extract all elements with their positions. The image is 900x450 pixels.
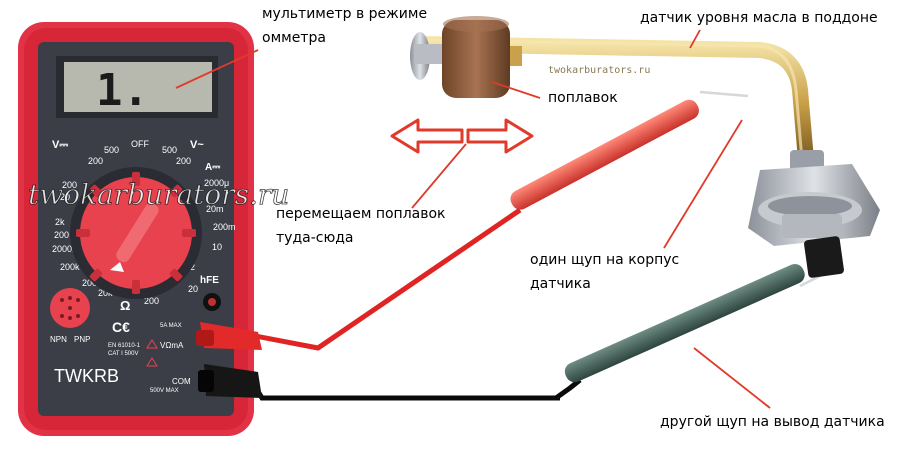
arrow-left-icon	[390, 118, 464, 154]
label-pnp: PNP	[74, 335, 90, 344]
label-ohm: Ω	[120, 298, 130, 313]
ce-mark: C€	[112, 319, 130, 335]
green-probe-handle	[564, 263, 805, 383]
float[interactable]	[442, 20, 510, 98]
move-direction-arrows	[390, 118, 534, 154]
label-probe-body: один щуп на корпус датчика	[530, 250, 679, 294]
red-test-lead	[196, 90, 749, 351]
range-500b: 500	[162, 145, 177, 155]
label-meter-mode-line2: омметра	[262, 30, 326, 46]
spec-line-2: CAT I 500V	[108, 351, 138, 357]
range-20: 20	[60, 192, 70, 202]
jack-label-10a: 5A MAX	[160, 323, 182, 329]
range-10: 10	[212, 242, 222, 252]
watermark-large: twokarburators.ru	[28, 178, 289, 211]
label-probe-body-line2: датчика	[530, 276, 591, 292]
label-a-dc: A⎓	[205, 162, 220, 173]
brand-label: TWKRB	[54, 366, 119, 386]
range-200e: 200	[54, 230, 69, 240]
label-v-ac: V~	[190, 139, 204, 151]
range-20k: 20k	[98, 288, 113, 298]
range-200c: 200	[62, 180, 77, 190]
leader-probe-terminal	[693, 347, 771, 409]
leader-probe-body	[663, 119, 743, 249]
label-hfe: hFE	[200, 275, 219, 286]
sensor-connector[interactable]	[804, 236, 845, 279]
leader-oil-sensor	[689, 29, 701, 49]
multimeter: 1. V⎓ OFF V~ A⎓ Ω hFE 500 200 200 500 20…	[18, 22, 254, 436]
range-200a: 200	[88, 156, 103, 166]
range-500a: 500	[104, 145, 119, 155]
arrow-right-icon	[466, 118, 534, 154]
label-npn: NPN	[50, 335, 67, 344]
leader-meter-mode	[175, 49, 259, 89]
label-probe-body-line1: один щуп на корпус	[530, 252, 680, 268]
jack-label-com-max: 500V MAX	[150, 388, 179, 394]
black-test-lead	[198, 263, 837, 401]
range-20m: 20m	[206, 204, 224, 214]
label-meter-mode-line1: мультиметр в режиме	[262, 6, 428, 22]
leader-move-float	[411, 143, 467, 209]
range-2k: 2k	[55, 217, 65, 227]
spec-line-1: EN 61010-1	[108, 343, 141, 349]
oil-level-sensor	[410, 16, 880, 278]
label-move-float-line2: туда-сюда	[276, 230, 354, 246]
range-20b: 20	[188, 284, 198, 294]
range-2000: 2000	[82, 278, 102, 288]
range-2000u: 2000μ	[204, 178, 229, 188]
watermark-small: twokarburators.ru	[548, 65, 650, 76]
label-meter-mode: мультиметр в режиме омметра	[262, 4, 427, 48]
dial-pointer	[116, 203, 159, 263]
jack-label-vohm: VΩmA	[160, 341, 184, 350]
label-probe-terminal: другой щуп на вывод датчика	[660, 414, 885, 430]
label-v-dc: V⎓	[52, 139, 68, 151]
lcd-reading: 1.	[96, 65, 149, 116]
label-float: поплавок	[548, 90, 618, 106]
range-200k: 200k	[60, 262, 80, 272]
label-move-float: перемещаем поплавок туда-сюда	[276, 204, 446, 248]
range-2000k: 2000k	[52, 244, 77, 254]
label-off: OFF	[131, 139, 149, 149]
range-200b: 200	[176, 156, 191, 166]
label-move-float-line1: перемещаем поплавок	[276, 206, 446, 222]
range-200m: 200m	[213, 222, 236, 232]
leader-lines	[175, 29, 771, 409]
lcd-screen	[64, 62, 212, 112]
range-200d: 200	[144, 296, 159, 306]
red-probe-handle	[510, 99, 699, 210]
jack-label-com: COM	[172, 377, 191, 386]
leader-float	[491, 81, 541, 99]
label-oil-sensor: датчик уровня масла в поддоне	[640, 10, 878, 26]
